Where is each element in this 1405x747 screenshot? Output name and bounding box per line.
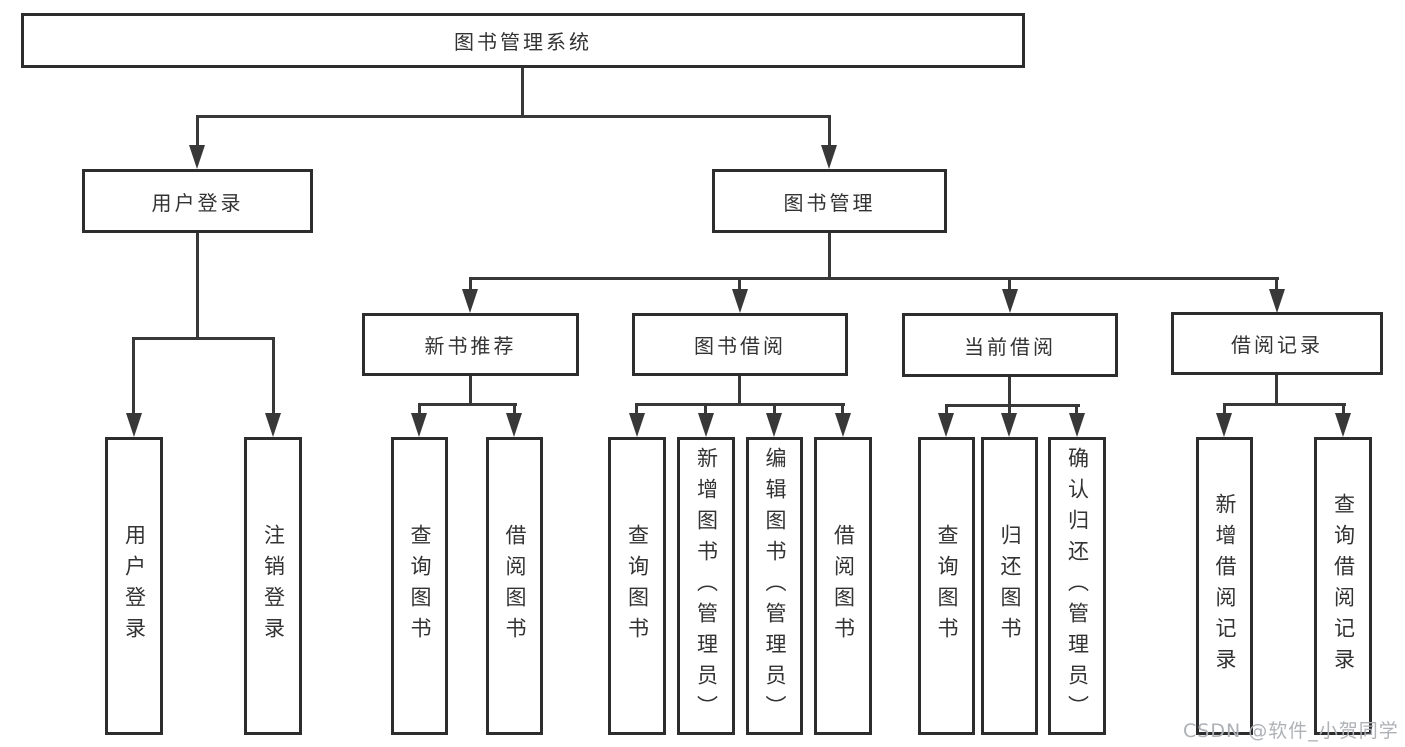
connector-level3-drop [1008, 277, 1011, 292]
leaf-user-login: 用户登录 [105, 437, 163, 735]
connector-leaf-drop [945, 404, 948, 414]
arrowhead-down-icon [189, 145, 205, 169]
leaf-logout-label: 注销登录 [261, 524, 286, 648]
csdn-watermark: CSDN @软件_小贺同学 [1183, 720, 1399, 742]
arrowhead-down-icon [411, 413, 427, 437]
leaf-query-borrow-record: 查询借阅记录 [1314, 437, 1372, 735]
connector-leaf-drop [704, 403, 707, 414]
connector-leaf-drop [513, 403, 516, 414]
node-user-login-label: 用户登录 [151, 190, 244, 215]
node-book-borrowing-label: 图书借阅 [694, 334, 786, 358]
leaf-query-books-current-label: 查询图书 [935, 524, 959, 648]
leaf-query-books-borrowing-label: 查询图书 [625, 524, 650, 648]
node-user-login: 用户登录 [82, 169, 313, 233]
connector-level3-drop [469, 277, 472, 292]
connector-user-login-drop [196, 115, 199, 147]
connector-leaf-drop [1342, 403, 1345, 414]
arrowhead-down-icon [732, 289, 748, 313]
connector-root-stem [521, 68, 524, 117]
leaf-return-book-label: 归还图书 [998, 524, 1022, 648]
connector-group-stem [1275, 375, 1278, 405]
leaf-add-borrow-record: 新增借阅记录 [1196, 437, 1253, 735]
leaf-confirm-return-admin-label: 确认归还（管理员） [1065, 446, 1090, 726]
connector-leaf-drop [841, 403, 844, 414]
connector-leaf-drop [773, 403, 776, 414]
arrowhead-down-icon [629, 413, 645, 437]
leaf-borrow-books-recommend: 借阅图书 [486, 437, 543, 735]
leaf-confirm-return-admin: 确认归还（管理员） [1048, 437, 1106, 735]
leaf-logout: 注销登录 [244, 437, 302, 735]
leaf-add-book-admin: 新增图书（管理员） [677, 437, 735, 735]
arrowhead-down-icon [1269, 289, 1285, 313]
arrowhead-down-icon [126, 413, 142, 437]
connector-group-stem [469, 375, 472, 405]
connector-book-mgmt-stem [828, 233, 831, 280]
arrowhead-down-icon [938, 413, 954, 437]
arrowhead-down-icon [835, 413, 851, 437]
leaf-edit-book-admin-label: 编辑图书（管理员） [763, 446, 787, 726]
leaf-query-books-borrowing: 查询图书 [608, 437, 666, 735]
node-root: 图书管理系统 [21, 13, 1025, 68]
arrowhead-down-icon [462, 289, 478, 313]
leaf-borrow-books-recommend-label: 借阅图书 [503, 524, 527, 648]
arrowhead-down-icon [698, 413, 714, 437]
connector-book-mgmt-drop [828, 115, 831, 147]
node-book-borrowing: 图书借阅 [632, 313, 848, 376]
node-new-book-recommend-label: 新书推荐 [424, 334, 517, 358]
leaf-query-books-recommend-label: 查询图书 [408, 524, 432, 648]
leaf-return-book: 归还图书 [981, 437, 1038, 735]
arrowhead-down-icon [821, 145, 837, 169]
leaf-query-books-current: 查询图书 [918, 437, 975, 735]
leaf-borrow-books: 借阅图书 [814, 437, 872, 735]
arrowhead-down-icon [1001, 413, 1017, 437]
connector-user-login-stem [196, 233, 199, 339]
node-new-book-recommend: 新书推荐 [362, 313, 579, 376]
leaf-borrow-books-label: 借阅图书 [831, 524, 856, 648]
node-borrowing-records: 借阅记录 [1171, 312, 1383, 375]
node-book-management: 图书管理 [712, 169, 947, 233]
node-borrowing-records-label: 借阅记录 [1231, 333, 1323, 357]
connector-leaf-drop [132, 337, 135, 415]
leaf-add-book-admin-label: 新增图书（管理员） [694, 446, 719, 726]
connector-user-login-bar [132, 337, 275, 340]
connector-level3-drop [738, 277, 741, 292]
connector-leaf-drop [1008, 404, 1011, 414]
connector-group-stem [1008, 377, 1011, 405]
connector-leaf-drop [1075, 404, 1078, 414]
connector-level3-bar [469, 277, 1279, 280]
connector-group-bar [1223, 403, 1346, 406]
arrowhead-down-icon [506, 413, 522, 437]
connector-group-stem [738, 375, 741, 405]
leaf-user-login-label: 用户登录 [122, 524, 147, 648]
node-root-label: 图书管理系统 [454, 30, 592, 54]
leaf-query-books-recommend: 查询图书 [391, 437, 448, 735]
connector-group-bar [635, 403, 845, 406]
leaf-edit-book-admin: 编辑图书（管理员） [746, 437, 803, 735]
connector-group-bar [418, 403, 517, 406]
arrowhead-down-icon [766, 413, 782, 437]
connector-level3-drop [1275, 277, 1278, 292]
connector-leaf-drop [635, 403, 638, 414]
leaf-query-borrow-record-label: 查询借阅记录 [1331, 493, 1356, 679]
arrowhead-down-icon [1069, 413, 1085, 437]
arrowhead-down-icon [265, 413, 281, 437]
arrowhead-down-icon [1002, 289, 1018, 313]
leaf-add-borrow-record-label: 新增借阅记录 [1213, 493, 1237, 679]
connector-leaf-drop [272, 337, 275, 415]
connector-leaf-drop [1223, 403, 1226, 414]
connector-leaf-drop [418, 403, 421, 414]
connector-level2-bar [196, 115, 831, 118]
arrowhead-down-icon [1335, 413, 1351, 437]
arrowhead-down-icon [1216, 413, 1232, 437]
node-current-borrowing: 当前借阅 [902, 313, 1118, 377]
connector-group-bar [945, 404, 1080, 407]
node-book-management-label: 图书管理 [783, 190, 876, 215]
node-current-borrowing-label: 当前借阅 [964, 334, 1056, 359]
